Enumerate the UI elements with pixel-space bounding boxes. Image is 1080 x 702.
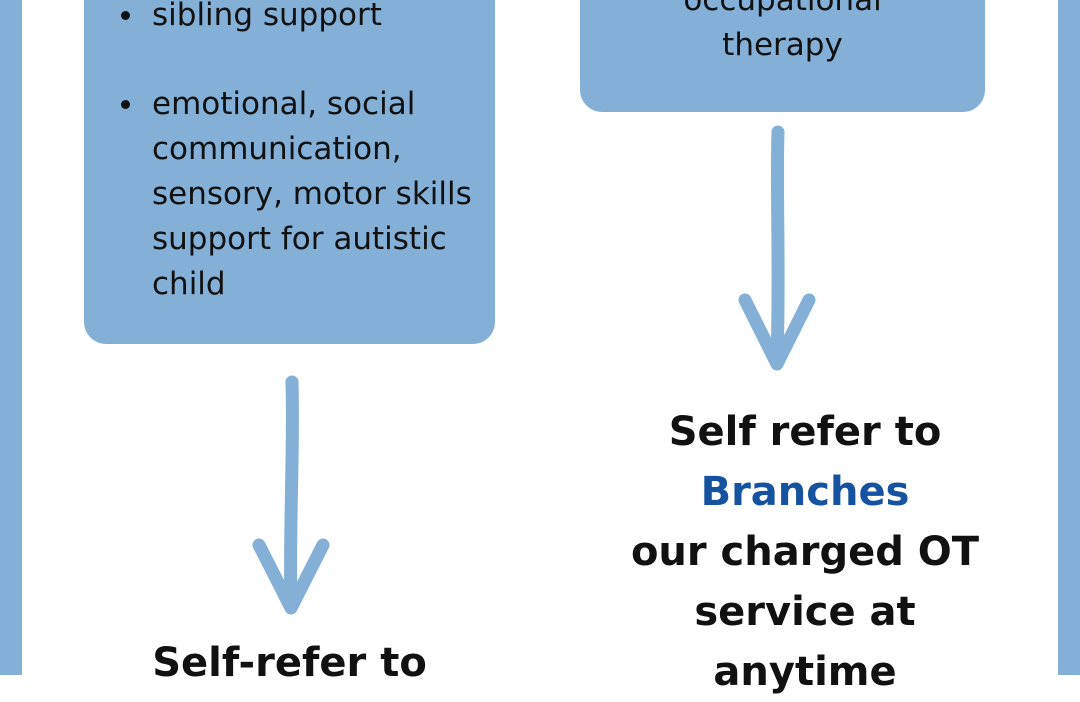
- outcome-line: our charged OT: [630, 529, 980, 575]
- right-info-box: [580, 0, 985, 112]
- outcome-line: Self refer to: [668, 409, 942, 455]
- left-bullet-list: sibling support emotional, social commun…: [121, 0, 492, 307]
- bullet-item: sibling support: [121, 0, 492, 38]
- right-down-arrow-icon: [738, 125, 816, 371]
- outcome-line: service at: [694, 589, 916, 635]
- right-outcome-text: Self refer to Branches our charged OT se…: [580, 402, 1030, 702]
- outcome-line: anytime: [713, 649, 897, 695]
- branches-highlight: Branches: [700, 469, 910, 515]
- outcome-line: Self-refer to: [152, 640, 427, 686]
- left-down-arrow-icon: [252, 375, 330, 615]
- right-box-line: occupational: [683, 0, 882, 18]
- left-outcome-text: Self-refer to: [84, 633, 495, 693]
- left-info-box: [84, 0, 495, 344]
- right-box-line: therapy: [722, 27, 843, 63]
- bullet-item: emotional, social communication, sensory…: [121, 82, 492, 307]
- left-frame-border: [0, 0, 22, 675]
- right-box-text: occupational therapy: [580, 0, 985, 68]
- right-frame-border: [1058, 0, 1080, 675]
